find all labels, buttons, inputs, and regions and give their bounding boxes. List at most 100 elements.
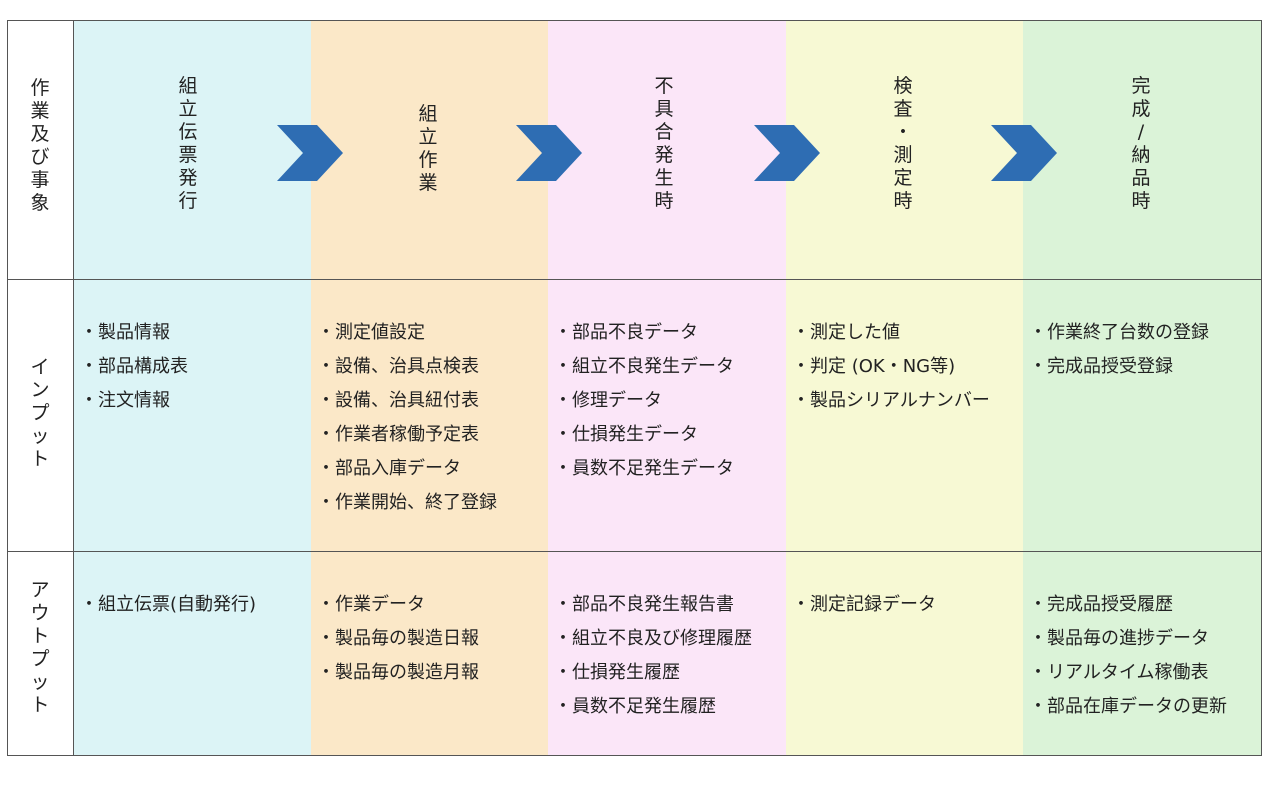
vertical-glyph: 品	[1131, 167, 1151, 189]
vertical-glyph: ッ	[30, 671, 50, 693]
process-table: 作業及び事象 インプット アウトプット 組立伝票発行 組立作業 不具合発生時 検…	[7, 20, 1262, 756]
stage-bg-1	[74, 21, 311, 755]
list-item: ・リアルタイム稼働表	[1029, 662, 1209, 683]
stage-title-2: 組立作業	[416, 103, 440, 195]
output-list-2: ・作業データ・製品毎の製造日報・製品毎の製造月報	[317, 588, 479, 690]
vertical-glyph: 成	[1131, 98, 1151, 120]
vertical-glyph: 検	[893, 75, 913, 97]
list-item: ・部品不良発生報告書	[554, 594, 734, 615]
input-list-3: ・部品不良データ・組立不良発生データ・修理データ・仕損発生データ・員数不足発生デ…	[554, 316, 734, 486]
row-header-divider	[73, 21, 74, 755]
output-list-1: ・組立伝票(自動発行)	[80, 588, 256, 622]
vertical-glyph: 象	[30, 192, 50, 214]
vertical-glyph: 業	[418, 172, 438, 194]
list-item: ・完成品授受履歴	[1029, 594, 1173, 615]
vertical-glyph: 具	[654, 98, 674, 120]
vertical-glyph: 測	[893, 144, 913, 166]
stage-title-4: 検査・測定時	[891, 75, 915, 213]
vertical-glyph: 発	[654, 144, 674, 166]
vertical-glyph: プ	[30, 648, 50, 670]
vertical-glyph: ウ	[30, 602, 50, 624]
vertical-glyph: 作	[418, 149, 438, 171]
row-divider-2	[8, 551, 1261, 552]
chevron-arrow-icon-3	[754, 125, 820, 181]
vertical-glyph: 完	[1131, 75, 1151, 97]
vertical-glyph: イ	[30, 356, 50, 378]
output-list-3: ・部品不良発生報告書・組立不良及び修理履歴・仕損発生履歴・員数不足発生履歴	[554, 588, 752, 724]
vertical-glyph: 行	[178, 190, 198, 212]
stage-title-5: 完成/納品時	[1129, 75, 1153, 213]
vertical-glyph: 査	[893, 98, 913, 120]
list-item: ・注文情報	[80, 390, 170, 411]
list-item: ・製品毎の進捗データ	[1029, 628, 1209, 649]
vertical-glyph: プ	[30, 402, 50, 424]
row-header-events: 作業及び事象	[28, 77, 52, 215]
vertical-glyph: 組	[418, 103, 438, 125]
list-item: ・完成品授受登録	[1029, 356, 1173, 377]
vertical-glyph: 発	[178, 167, 198, 189]
vertical-glyph: 及	[30, 123, 50, 145]
list-item: ・組立不良発生データ	[554, 356, 734, 377]
list-item: ・部品構成表	[80, 356, 188, 377]
list-item: ・作業データ	[317, 594, 425, 615]
list-item: ・部品在庫データの更新	[1029, 696, 1227, 717]
vertical-glyph: 生	[654, 167, 674, 189]
list-item: ・設備、治具紐付表	[317, 390, 479, 411]
stage-title-3: 不具合発生時	[652, 75, 676, 213]
list-item: ・製品情報	[80, 322, 170, 343]
list-item: ・組立伝票(自動発行)	[80, 594, 257, 615]
stage-bg-3	[548, 21, 786, 755]
vertical-glyph: 時	[654, 190, 674, 212]
vertical-glyph: 票	[178, 144, 198, 166]
list-item: ・製品毎の製造日報	[317, 628, 479, 649]
vertical-glyph: 定	[893, 167, 913, 189]
list-item: ・設備、治具点検表	[317, 356, 479, 377]
vertical-glyph: 時	[893, 190, 913, 212]
list-item: ・測定値設定	[317, 322, 425, 343]
vertical-glyph: 合	[654, 121, 674, 143]
stage-title-1: 組立伝票発行	[176, 75, 200, 213]
list-item: ・作業者稼働予定表	[317, 424, 479, 445]
list-item: ・組立不良及び修理履歴	[554, 628, 752, 649]
vertical-glyph: 作	[30, 77, 50, 99]
input-list-2: ・測定値設定・設備、治具点検表・設備、治具紐付表・作業者稼働予定表・部品入庫デー…	[317, 316, 497, 520]
vertical-glyph: 時	[1131, 190, 1151, 212]
vertical-glyph: ン	[30, 379, 50, 401]
vertical-glyph: 不	[654, 75, 674, 97]
vertical-glyph: ・	[893, 121, 913, 143]
vertical-glyph: 立	[418, 126, 438, 148]
chevron-arrow-icon-1	[277, 125, 343, 181]
vertical-glyph: 立	[178, 98, 198, 120]
vertical-glyph: ト	[30, 448, 50, 470]
vertical-glyph: び	[30, 146, 50, 168]
list-item: ・仕損発生履歴	[554, 662, 680, 683]
vertical-glyph: 業	[30, 100, 50, 122]
vertical-glyph: ッ	[30, 425, 50, 447]
chevron-arrow-icon-2	[516, 125, 582, 181]
list-item: ・員数不足発生データ	[554, 458, 734, 479]
input-list-1: ・製品情報・部品構成表・注文情報	[80, 316, 188, 418]
input-list-5: ・作業終了台数の登録・完成品授受登録	[1029, 316, 1209, 384]
chevron-arrow-icon-4	[991, 125, 1057, 181]
vertical-glyph: ト	[30, 625, 50, 647]
list-item: ・作業開始、終了登録	[317, 492, 497, 513]
list-item: ・測定した値	[792, 322, 900, 343]
output-list-4: ・測定記録データ	[792, 588, 936, 622]
stage-bg-2	[311, 21, 548, 755]
row-divider-1	[8, 279, 1261, 280]
vertical-glyph: /	[1137, 121, 1145, 143]
list-item: ・員数不足発生履歴	[554, 696, 716, 717]
list-item: ・修理データ	[554, 390, 662, 411]
row-header-output: アウトプット	[28, 579, 52, 717]
list-item: ・部品不良データ	[554, 322, 698, 343]
vertical-glyph: 組	[178, 75, 198, 97]
vertical-glyph: 納	[1131, 144, 1151, 166]
stage-bg-5	[1023, 21, 1261, 755]
input-list-4: ・測定した値・判定 (OK・NG等)・製品シリアルナンバー	[792, 316, 990, 418]
list-item: ・判定 (OK・NG等)	[792, 356, 956, 377]
list-item: ・製品毎の製造月報	[317, 662, 479, 683]
row-header-input: インプット	[28, 356, 52, 471]
list-item: ・部品入庫データ	[317, 458, 461, 479]
vertical-glyph: ア	[30, 579, 50, 601]
vertical-glyph: ト	[30, 694, 50, 716]
